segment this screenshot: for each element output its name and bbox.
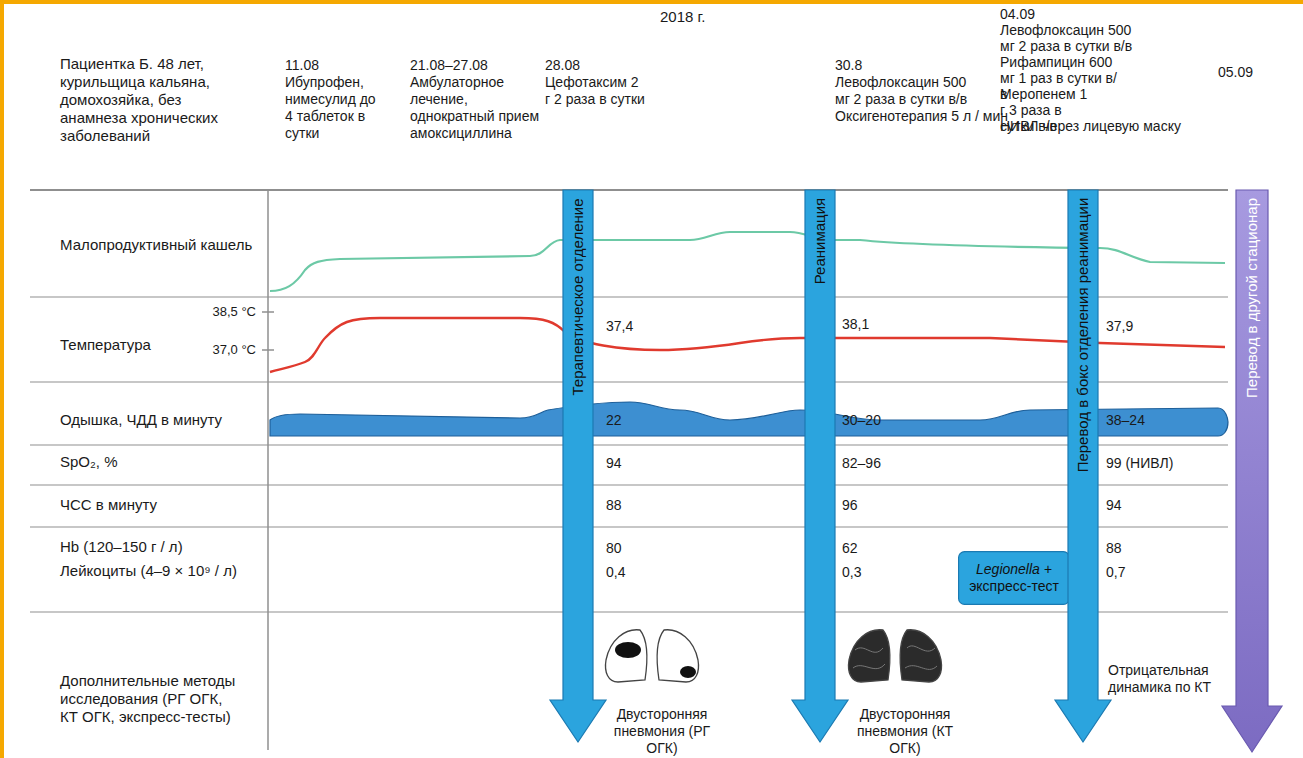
imaging-caption: Двусторонняя пневмония (КТ ОГК) (840, 706, 970, 757)
date-label: 04.09 (1000, 6, 1035, 22)
imaging-caption: Отрицательная динамика по КТ (1108, 662, 1228, 696)
date-label: 05.09 (1218, 64, 1253, 81)
treatment-text: НИВЛ через лицевую маску (1000, 118, 1181, 134)
value-label: 0,3 (842, 564, 861, 580)
node-text: Терапевтическое отделение (569, 198, 587, 395)
date-label: 21.08–27.08 (410, 57, 488, 74)
grid-line (30, 485, 1228, 486)
axis-tick (262, 349, 274, 351)
value-label: 37,4 (606, 318, 633, 334)
arrow-body (550, 190, 606, 742)
grid-line (30, 296, 1228, 297)
value-label: 22 (606, 412, 622, 428)
lung-outline (900, 630, 941, 682)
lung-outline (657, 630, 698, 682)
node-text: экспресс-тест (969, 578, 1059, 596)
date-label: 30.8 (835, 57, 862, 74)
arrow-body (792, 190, 848, 742)
row-label: Малопродуктивный кашель (60, 236, 252, 254)
value-label: 0,4 (606, 564, 625, 580)
treatment-text: Цефотаксим 2 г 2 раза в сутки (545, 74, 645, 108)
treatment-text: Оксигенотерапия 5 л / мин (835, 108, 1008, 125)
value-label: 96 (842, 497, 858, 513)
row-label: ЧСС в минуту (60, 496, 157, 514)
patient-info: Пациентка Б. 48 лет, курильщица кальяна,… (60, 55, 250, 145)
lung-opacity (615, 642, 641, 658)
value-label: 94 (606, 455, 622, 471)
box-body (959, 552, 1070, 605)
arrow-body (1222, 190, 1282, 752)
row-label: Одышка, ЧДД в минуту (60, 411, 222, 429)
value-label: 88 (606, 497, 622, 513)
transfer-arrow: Перевод в бокс отделения реанимации (1055, 190, 1111, 742)
test-result-box: Legionella +экспресс-тест (958, 551, 1070, 605)
row-label: Дополнительные методы исследования (РГ О… (60, 672, 240, 726)
node-text: Реанимация (811, 198, 829, 284)
arrow-body (1055, 190, 1111, 742)
row-label: Температура (60, 336, 151, 354)
treatment-text: Ибупрофен, нимесулид до 4 таблеток в сут… (285, 74, 381, 142)
node-text: Перевод в бокс отделения реанимации (1074, 198, 1092, 473)
axis-tick-label: 37,0 °C (212, 342, 256, 358)
value-label: 62 (842, 540, 858, 556)
node-text: Перевод в другой стационар (1243, 198, 1261, 398)
axis-tick (262, 311, 274, 313)
ct-lungs (849, 630, 942, 682)
grid-line (30, 189, 1228, 191)
imaging-caption: Двусторонняя пневмония (РГ ОГК) (597, 706, 727, 757)
grid-line (30, 612, 1228, 613)
grid-line (30, 527, 1228, 528)
row-label: Лейкоциты (4–9 × 10⁹ / л) (60, 562, 237, 580)
date-label: 28.08 (545, 57, 580, 74)
treatment-text: Левофлоксацин 500 мг 2 раза в сутки в/в (1000, 22, 1142, 54)
time-axis (267, 190, 269, 750)
transfer-arrow: Перевод в другой стационар (1222, 190, 1282, 752)
value-label: 38,1 (842, 316, 869, 332)
row-label: SpO₂, % (60, 453, 118, 471)
value-label: 37,9 (1106, 318, 1133, 334)
ward-arrow: Реанимация (792, 190, 848, 742)
frame-line (0, 0, 1303, 4)
date-label: 11.08 (285, 57, 319, 74)
treatment-text: Амбулаторное лечение, однократный прием … (410, 74, 540, 142)
value-label: 0,7 (1106, 564, 1125, 580)
lung-texture (853, 646, 937, 670)
ward-arrow: Терапевтическое отделение (550, 190, 606, 742)
row-label: Hb (120–150 г / л) (60, 538, 183, 556)
lung-outline (849, 630, 890, 682)
xray-lungs (606, 630, 699, 682)
treatment-text: Левофлоксацин 500 мг 2 раза в сутки в/в (835, 74, 977, 108)
node-text: Legionella + (976, 561, 1052, 579)
value-label: 82–96 (842, 455, 881, 471)
value-label: 38–24 (1106, 412, 1145, 428)
value-label: 99 (НИВЛ) (1106, 455, 1173, 471)
lung-opacity (680, 666, 696, 678)
axis-tick-label: 38,5 °C (212, 304, 256, 320)
year-label: 2018 г. (660, 8, 705, 26)
lung-outline (606, 630, 647, 682)
grid-lines (30, 190, 1228, 750)
value-label: 94 (1106, 497, 1122, 513)
value-label: 88 (1106, 540, 1122, 556)
value-label: 30–20 (842, 412, 881, 428)
grid-line (30, 445, 1228, 446)
value-label: 80 (606, 540, 622, 556)
frame-line (0, 0, 4, 758)
grid-line (30, 381, 1228, 382)
